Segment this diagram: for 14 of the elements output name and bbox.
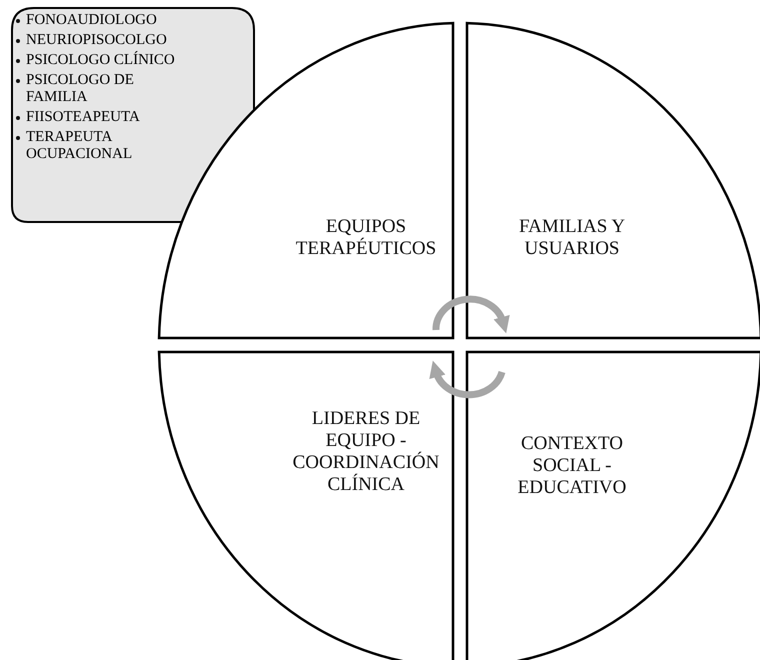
list-item: FONOAUDIOLOGO [26,12,176,29]
list-item: TERAPEUTA OCUPACIONAL [26,129,176,163]
segment-label: EQUIPOS TERAPÉUTICOS [294,216,438,260]
callout-box [11,7,255,223]
quadrant-segment [466,22,760,340]
list-item: NEURIOPISOCOLGO [26,32,176,49]
segment-label: CONTEXTO SOCIAL - EDUCATIVO [516,433,628,499]
list-item: PSICOLOGO DE FAMILIA [26,72,176,106]
quadrant-segment [466,350,760,660]
list-item: FIISOTEAPEUTA [26,109,176,126]
segment-label: FAMILIAS Y USUARIOS [518,216,626,260]
quadrant-segment [158,350,454,660]
segment-label: LIDERES DE EQUIPO - COORDINACIÓN CLÍNICA [292,408,440,496]
list-item: PSICOLOGO CLÍNICO [26,52,176,69]
